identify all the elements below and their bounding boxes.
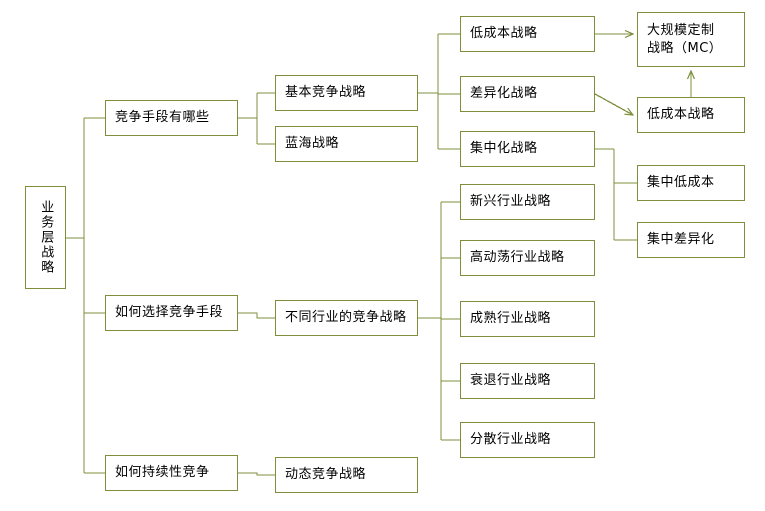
- wire-arrow-diff-to-low: [594, 93, 633, 115]
- node-turbulent-industry-strategy[interactable]: 高动荡行业战略: [460, 240, 595, 276]
- node-fragmented-industry-strategy[interactable]: 分散行业战略: [460, 422, 595, 458]
- node-how-to-sustain-competition[interactable]: 如何持续性竞争: [105, 455, 238, 491]
- wire-to-l3c: [238, 312, 275, 319]
- node-focus-strategy[interactable]: 集中化战略: [460, 131, 595, 167]
- node-basic-competitive-strategy[interactable]: 基本竞争战略: [275, 75, 418, 111]
- node-emerging-industry-strategy[interactable]: 新兴行业战略: [460, 184, 595, 220]
- node-competition-methods[interactable]: 竞争手段有哪些: [105, 100, 238, 136]
- node-focused-low-cost[interactable]: 集中低成本: [637, 165, 745, 201]
- node-low-cost-strategy[interactable]: 低成本战略: [460, 16, 595, 52]
- node-low-cost-strategy-right[interactable]: 低成本战略: [637, 97, 745, 133]
- wire-to-l3d: [238, 472, 275, 476]
- node-industry-competitive-strategy[interactable]: 不同行业的竞争战略: [275, 300, 418, 336]
- node-mass-customization-strategy[interactable]: 大规模定制 战略（MC）: [637, 12, 745, 67]
- node-root[interactable]: 业务层战略: [25, 186, 66, 289]
- node-blue-ocean-strategy[interactable]: 蓝海战略: [275, 126, 418, 162]
- node-how-to-choose-methods[interactable]: 如何选择竞争手段: [105, 295, 238, 331]
- node-declining-industry-strategy[interactable]: 衰退行业战略: [460, 363, 595, 399]
- node-differentiation-strategy[interactable]: 差异化战略: [460, 76, 595, 112]
- node-mature-industry-strategy[interactable]: 成熟行业战略: [460, 301, 595, 337]
- node-focused-differentiation[interactable]: 集中差异化: [637, 222, 745, 258]
- node-dynamic-competition-strategy[interactable]: 动态竞争战略: [275, 457, 418, 493]
